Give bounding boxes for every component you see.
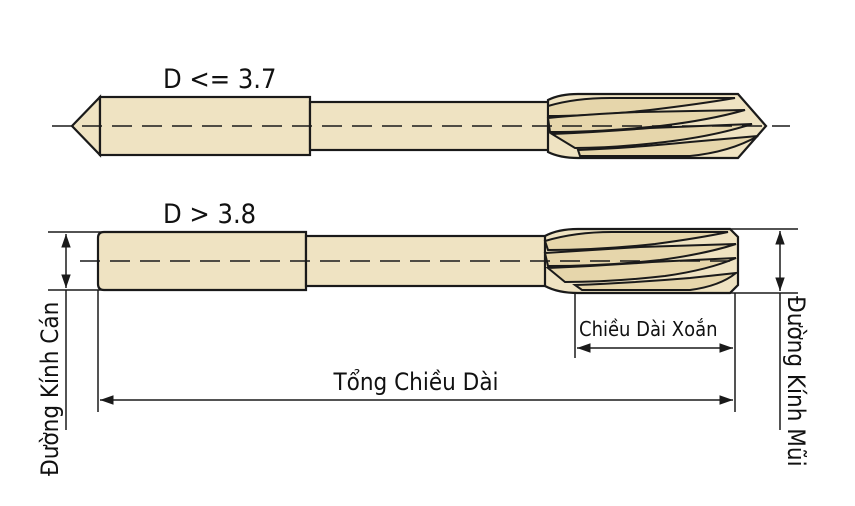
bottom-reamer: D > 3.8 [80,199,740,295]
bottom-flute-1 [543,231,729,252]
shank-diameter-label: Đường Kính Cán [36,302,64,476]
flute-length-dimension: Chiều Dài Xoắn [574,293,736,412]
bottom-flute-3 [545,257,737,284]
top-flute-3 [548,123,753,150]
top-reamer: D <= 3.7 [52,64,790,160]
top-condition-label: D <= 3.7 [163,64,276,95]
overall-length-label: Tổng Chiều Dài [332,368,498,396]
top-flute-4 [576,135,759,157]
bottom-flute-4 [572,271,740,291]
bottom-condition-label: D > 3.8 [163,199,256,230]
overall-length-dimension: Tổng Chiều Dài [97,290,733,412]
flute-length-label: Chiều Dài Xoắn [579,317,718,341]
shank-diameter-dimension: Đường Kính Cán [36,231,104,476]
tip-diameter-dimension: Đường Kính Mũi [730,228,810,467]
tip-diameter-label: Đường Kính Mũi [782,296,810,467]
